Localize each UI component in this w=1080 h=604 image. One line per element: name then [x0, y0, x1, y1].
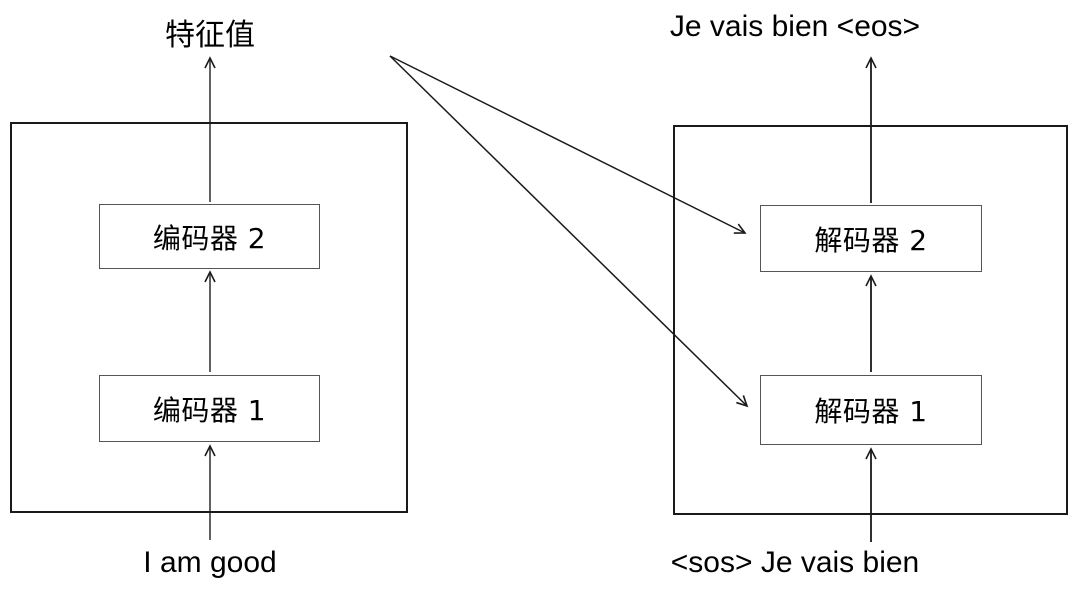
encoder-input-label: I am good — [143, 546, 277, 579]
encoder-1-label: 编码器 1 — [152, 393, 267, 427]
encoder-stack-container — [10, 122, 408, 513]
decoder-1-box[interactable]: 解码器 1 — [760, 375, 982, 445]
decoder-2-label: 解码器 2 — [814, 223, 928, 257]
decoder-output-label: Je vais bien <eos> — [669, 10, 921, 43]
encoder-2-box[interactable]: 编码器 2 — [99, 204, 320, 269]
encoder-1-box[interactable]: 编码器 1 — [99, 375, 320, 442]
decoder-1-label: 解码器 1 — [814, 395, 928, 428]
decoder-2-box[interactable]: 解码器 2 — [760, 205, 982, 272]
encoder-2-label: 编码器 2 — [152, 221, 267, 255]
encoder-output-label: 特征值 — [165, 18, 255, 53]
decoder-stack-container — [673, 125, 1068, 515]
decoder-input-label: <sos> Je vais bien — [670, 546, 920, 579]
